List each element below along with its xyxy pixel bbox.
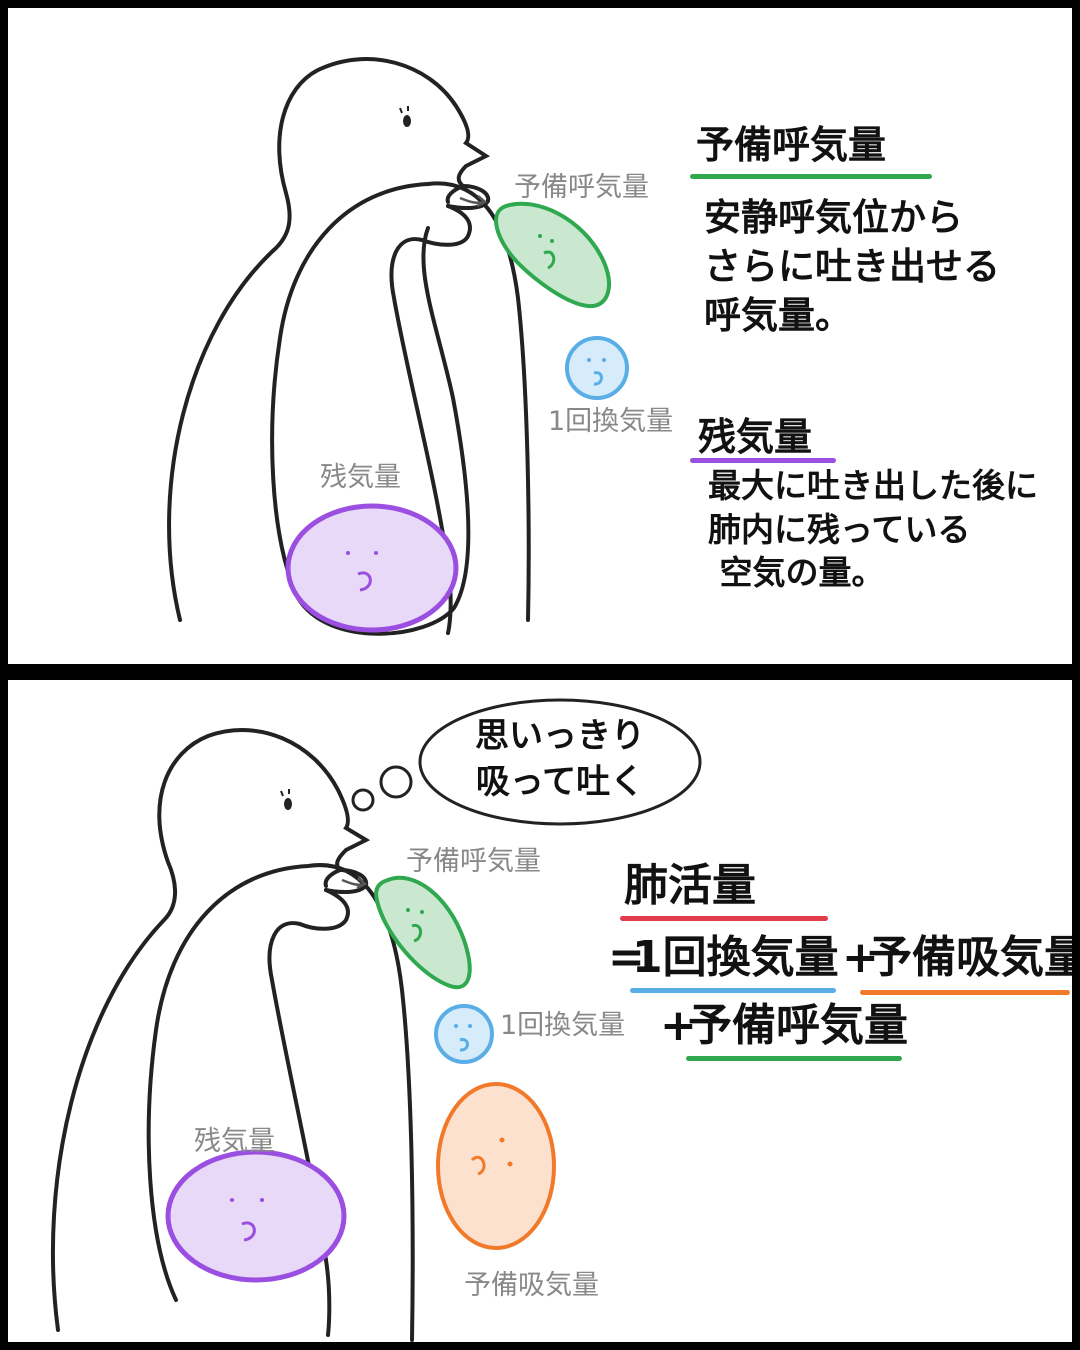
formula-erv-underline — [686, 1056, 902, 1061]
formula-plus-2: + — [660, 1000, 697, 1051]
residual-heading: 残気量 — [698, 415, 813, 459]
figure-eye — [403, 115, 411, 127]
label-residual-2: 残気量 — [194, 1126, 275, 1157]
formula-irv-underline — [860, 990, 1070, 995]
figure-back — [426, 181, 531, 622]
erv-heading-underline — [690, 174, 932, 179]
formula-tidal-underline — [630, 988, 836, 993]
figure-eye-2 — [284, 798, 292, 810]
panel-bottom: 思いっきり 吸って吐く 予備呼気量 1回換気量 残気量 予備吸気量 肺活量 = … — [8, 680, 1072, 1342]
label-erv-2: 予備呼気量 — [406, 846, 541, 877]
label-tidal: 1回換気量 — [548, 406, 674, 437]
residual-description: 最大に吐き出した後に 肺内に残っている 空気の量。 — [708, 466, 1038, 593]
residual-blob-2 — [165, 1149, 347, 1283]
panel-top: 予備呼気量 1回換気量 残気量 予備呼気量 安静呼気位から さらに吐き出せる 呼… — [8, 8, 1072, 664]
figure-illustration — [167, 57, 629, 636]
irv-blob — [436, 1082, 556, 1250]
formula-equals: = — [608, 932, 645, 983]
erv-description: 安静呼気位から さらに吐き出せる 呼気量。 — [704, 196, 1000, 337]
erv-blob-2 — [374, 875, 472, 990]
thought-dot-small — [351, 788, 375, 812]
figure-mouth — [446, 184, 491, 211]
tidal-blob-2 — [434, 1004, 494, 1064]
formula-plus-1: + — [842, 932, 879, 983]
formula-irv: 予備吸気量 — [868, 932, 1072, 983]
figure-torso — [270, 182, 471, 636]
label-residual: 残気量 — [320, 462, 401, 493]
figure-illustration-2 — [50, 698, 702, 1342]
figure-outline — [167, 57, 491, 622]
residual-heading-underline — [690, 458, 836, 463]
thought-dot-large — [379, 765, 413, 799]
erv-heading: 予備呼気量 — [696, 123, 887, 167]
label-irv: 予備吸気量 — [464, 1270, 599, 1301]
formula-title-underline — [620, 916, 828, 921]
formula-erv: 予備呼気量 — [688, 1000, 908, 1051]
figure-outline-2 — [50, 728, 371, 1332]
residual-blob — [285, 503, 459, 633]
thought-bubble — [418, 698, 702, 826]
figure-torso-2 — [146, 863, 415, 1342]
tidal-blob — [565, 336, 629, 400]
thought-text: 思いっきり 吸って吐く — [475, 716, 645, 802]
formula-title: 肺活量 — [624, 860, 756, 911]
label-erv: 予備呼気量 — [514, 172, 649, 203]
formula-tidal: 1回換気量 — [632, 932, 839, 983]
label-tidal-2: 1回換気量 — [500, 1010, 626, 1041]
